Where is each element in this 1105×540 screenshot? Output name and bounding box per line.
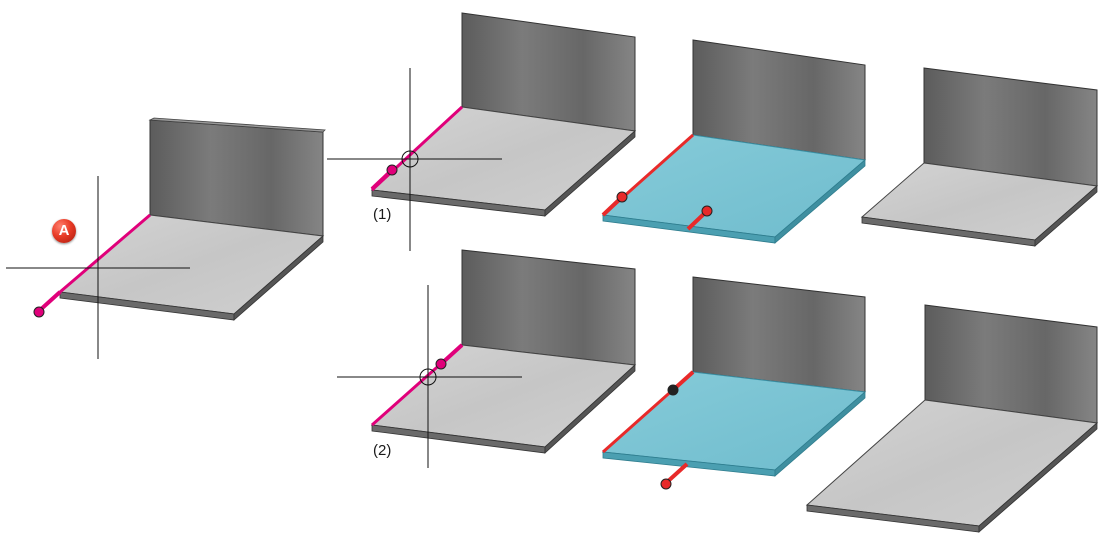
base-side-thickness bbox=[233, 235, 324, 321]
edge-arrow-head bbox=[33, 306, 45, 318]
base-side-thickness bbox=[774, 391, 866, 477]
part-row2-highlight bbox=[601, 276, 867, 490]
base-side-thickness bbox=[774, 159, 866, 244]
part-row1-highlight bbox=[601, 39, 867, 244]
flange-top-edge bbox=[148, 117, 326, 133]
part-row2-select bbox=[337, 249, 637, 468]
base-side-thickness bbox=[978, 422, 1098, 533]
marker-a-icon: A bbox=[52, 219, 76, 243]
bend-arrow-head-2 bbox=[701, 205, 713, 217]
base-side-thickness bbox=[544, 130, 636, 217]
edge-arrow-head bbox=[435, 358, 447, 370]
edge-arrow-head bbox=[386, 164, 398, 176]
selected-edge bbox=[59, 213, 151, 294]
part-a bbox=[6, 117, 326, 359]
part-row1-result bbox=[860, 67, 1099, 247]
snap-circle-icon bbox=[419, 368, 437, 386]
step-label-1: (1) bbox=[373, 206, 392, 223]
part-row2-result bbox=[805, 304, 1099, 533]
part-row1-select bbox=[327, 12, 637, 251]
bend-arrow-head-1 bbox=[667, 384, 679, 396]
bend-arrow-head-2 bbox=[660, 478, 672, 490]
step-label-2: (2) bbox=[373, 442, 392, 459]
base-side-thickness bbox=[544, 364, 636, 454]
base-side-thickness bbox=[1034, 185, 1098, 247]
bend-arrow-head-1 bbox=[616, 191, 628, 203]
snap-circle-icon bbox=[401, 150, 419, 168]
